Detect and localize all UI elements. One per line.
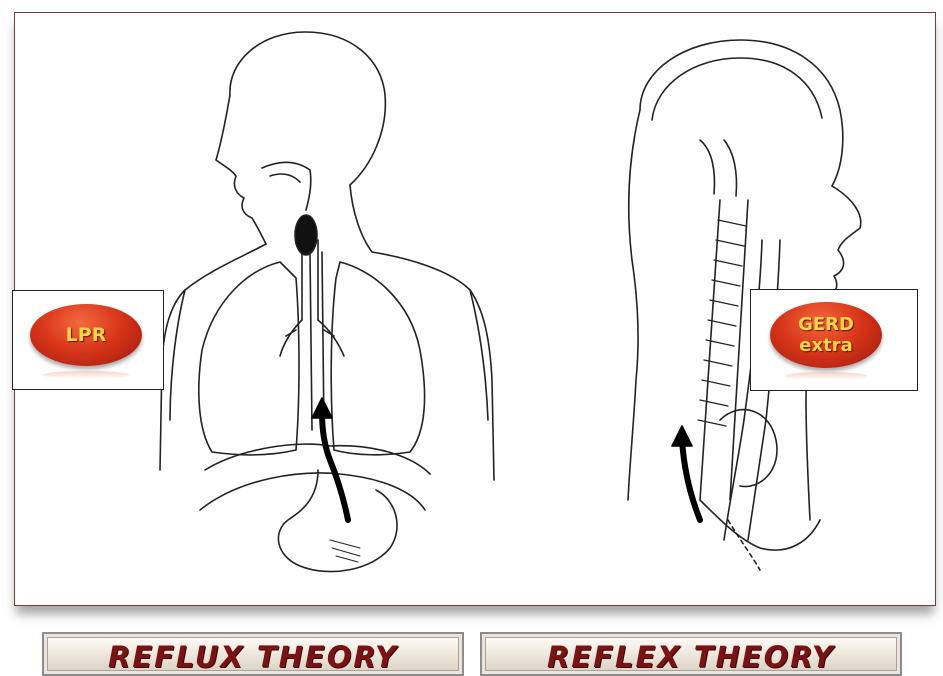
- reflex-theory-label: REFLEX THEORY: [547, 640, 835, 674]
- reflex-theory-button[interactable]: REFLEX THEORY: [480, 632, 902, 676]
- reflux-theory-button[interactable]: REFLUX THEORY: [42, 632, 464, 676]
- lpr-badge-reflection: [43, 371, 129, 379]
- gerd-badge-box: GERD extra: [750, 289, 918, 391]
- left-anatomy-figure: [160, 32, 494, 572]
- lpr-badge-box: LPR: [12, 290, 164, 390]
- reflux-theory-label: REFLUX THEORY: [108, 640, 398, 674]
- lpr-badge[interactable]: LPR: [30, 304, 142, 366]
- lpr-label: LPR: [66, 324, 107, 346]
- gerd-label-line1: GERD: [798, 314, 854, 335]
- reflux-arrow-icon: [322, 412, 348, 520]
- gerd-label-line2: extra: [799, 335, 852, 356]
- reflex-arrow-icon: [682, 440, 700, 520]
- gerd-extra-badge[interactable]: GERD extra: [770, 302, 882, 368]
- gerd-badge-reflection: [785, 372, 867, 380]
